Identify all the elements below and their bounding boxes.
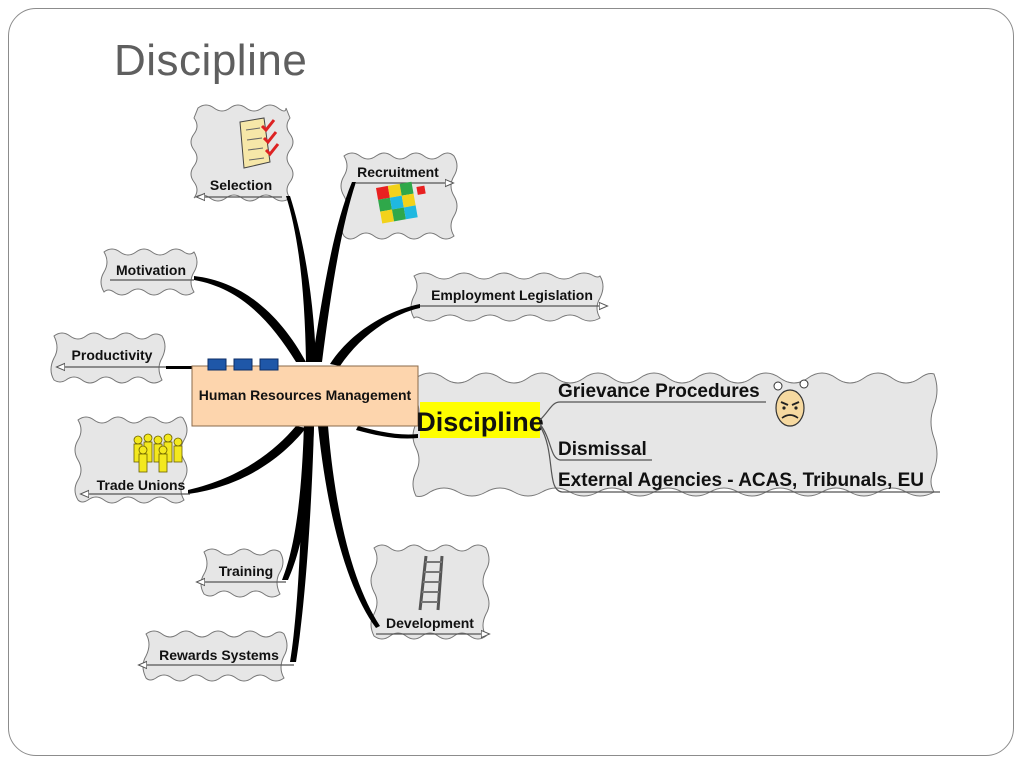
training-label: Training — [219, 563, 273, 579]
branch-selection[interactable]: Selection — [200, 177, 282, 197]
branch-productivity[interactable]: Productivity — [60, 347, 166, 367]
discipline-highlight — [420, 402, 540, 438]
external-agencies-item[interactable]: External Agencies - ACAS, Tribunals, EU — [558, 470, 924, 491]
slide-title: Discipline — [114, 36, 308, 85]
external-agencies-label: External Agencies - ACAS, Tribunals, EU — [558, 470, 924, 491]
branch-rewards-systems[interactable]: Rewards Systems — [142, 647, 294, 665]
productivity-label: Productivity — [72, 347, 153, 363]
tab-icon — [259, 358, 279, 371]
development-label: Development — [386, 615, 474, 631]
dismissal-label: Dismissal — [558, 439, 647, 460]
branch-training[interactable]: Training — [200, 563, 286, 582]
ladder-icon — [418, 555, 444, 611]
center-node[interactable]: Human Resources Management — [191, 358, 419, 427]
selection-label: Selection — [210, 177, 272, 193]
rewards-systems-label: Rewards Systems — [159, 647, 279, 663]
discipline-label: Discipline — [416, 407, 544, 437]
crowd-icon — [133, 433, 183, 473]
motivation-label: Motivation — [116, 262, 186, 278]
puzzle-icon — [376, 181, 426, 224]
recruitment-label: Recruitment — [357, 164, 439, 180]
connector-lines — [166, 182, 420, 662]
dismissal-item[interactable]: Dismissal — [558, 439, 647, 460]
branch-trade-unions[interactable]: Trade Unions — [84, 477, 190, 494]
tab-icon — [207, 358, 227, 371]
branch-recruitment[interactable]: Recruitment — [356, 164, 450, 183]
employment-legislation-label: Employment Legislation — [431, 287, 593, 303]
trade-unions-label: Trade Unions — [97, 477, 186, 493]
branch-development[interactable]: Development — [376, 615, 486, 634]
slide-frame — [8, 8, 1014, 756]
grievance-procedures-item[interactable]: Grievance Procedures — [558, 381, 760, 402]
branch-employment-legislation[interactable]: Employment Legislation — [420, 287, 604, 306]
branch-motivation[interactable]: Motivation — [110, 262, 194, 281]
tab-icon — [233, 358, 253, 371]
center-node-label: Human Resources Management — [199, 387, 412, 403]
discipline-node[interactable]: Discipline — [416, 401, 940, 493]
rewards-systems-bubble — [142, 630, 288, 682]
training-bubble — [200, 548, 284, 598]
employment-legislation-bubble — [410, 272, 604, 322]
grievance-label: Grievance Procedures — [558, 381, 760, 402]
productivity-bubble — [50, 332, 166, 384]
motivation-bubble — [100, 248, 198, 296]
angry-face-icon — [773, 379, 809, 427]
checklist-icon — [239, 117, 280, 169]
